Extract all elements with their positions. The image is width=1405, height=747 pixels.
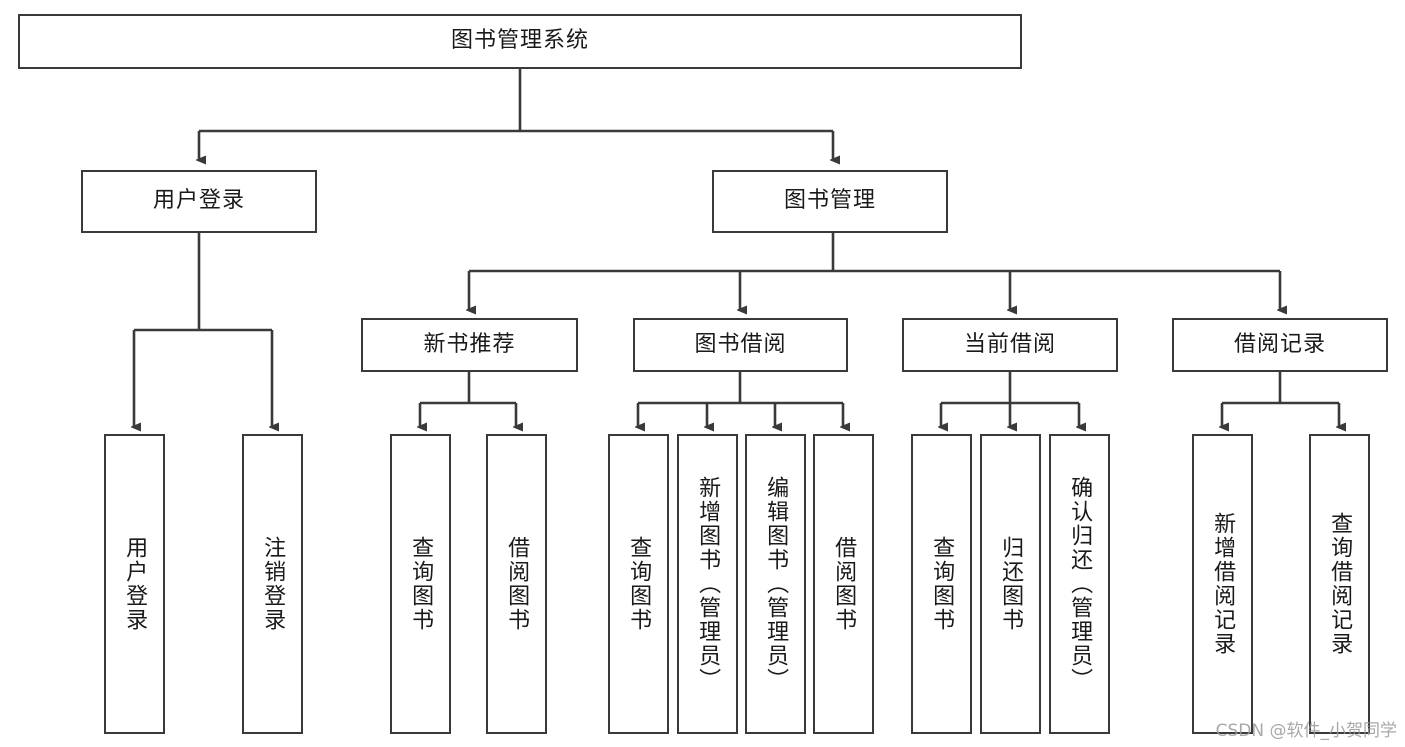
node-label: 图书管理系统 [450,28,589,54]
node-new-book-recommend[interactable]: 新书推荐 [361,318,578,372]
node-label: 当前借阅 [963,331,1056,357]
leaf-user-login[interactable]: 用户登录 [104,434,165,734]
leaf-current-query-book[interactable]: 查询图书 [911,434,972,734]
node-label: 归还图书 [998,536,1024,632]
node-label: 图书管理 [783,188,876,214]
leaf-current-return-book[interactable]: 归还图书 [980,434,1041,734]
leaf-record-query-record[interactable]: 查询借阅记录 [1309,434,1370,734]
node-book-borrow[interactable]: 图书借阅 [633,318,848,372]
leaf-current-confirm-return-admin[interactable]: 确认归还（管理员） [1049,434,1110,734]
node-label: 编辑图书（管理员） [763,476,789,692]
node-current-borrow[interactable]: 当前借阅 [902,318,1118,372]
leaf-newbook-borrow-book[interactable]: 借阅图书 [486,434,547,734]
node-label: 借阅图书 [504,536,530,632]
node-label: 借阅记录 [1233,331,1326,357]
watermark-text: CSDN @软件_小贺同学 [1215,721,1397,741]
node-label: 查询图书 [626,536,652,632]
leaf-record-add-record[interactable]: 新增借阅记录 [1192,434,1253,734]
leaf-borrow-query-book[interactable]: 查询图书 [608,434,669,734]
node-label: 新书推荐 [423,331,516,357]
node-label: 查询借阅记录 [1327,512,1353,656]
node-label: 新增图书（管理员） [695,476,721,692]
node-root-book-management-system[interactable]: 图书管理系统 [18,14,1022,69]
node-user-login[interactable]: 用户登录 [81,170,317,233]
node-label: 用户登录 [122,536,148,632]
node-label: 查询图书 [408,536,434,632]
leaf-newbook-query-book[interactable]: 查询图书 [390,434,451,734]
node-borrow-record[interactable]: 借阅记录 [1172,318,1388,372]
node-label: 新增借阅记录 [1210,512,1236,656]
node-book-management[interactable]: 图书管理 [712,170,948,233]
leaf-borrow-lend-book[interactable]: 借阅图书 [813,434,874,734]
node-label: 用户登录 [152,188,245,214]
leaf-user-logout[interactable]: 注销登录 [242,434,303,734]
node-label: 确认归还（管理员） [1067,476,1093,692]
node-label: 注销登录 [260,536,286,632]
leaf-borrow-edit-book-admin[interactable]: 编辑图书（管理员） [745,434,806,734]
node-label: 图书借阅 [694,331,787,357]
node-label: 借阅图书 [831,536,857,632]
node-label: 查询图书 [929,536,955,632]
leaf-borrow-add-book-admin[interactable]: 新增图书（管理员） [677,434,738,734]
